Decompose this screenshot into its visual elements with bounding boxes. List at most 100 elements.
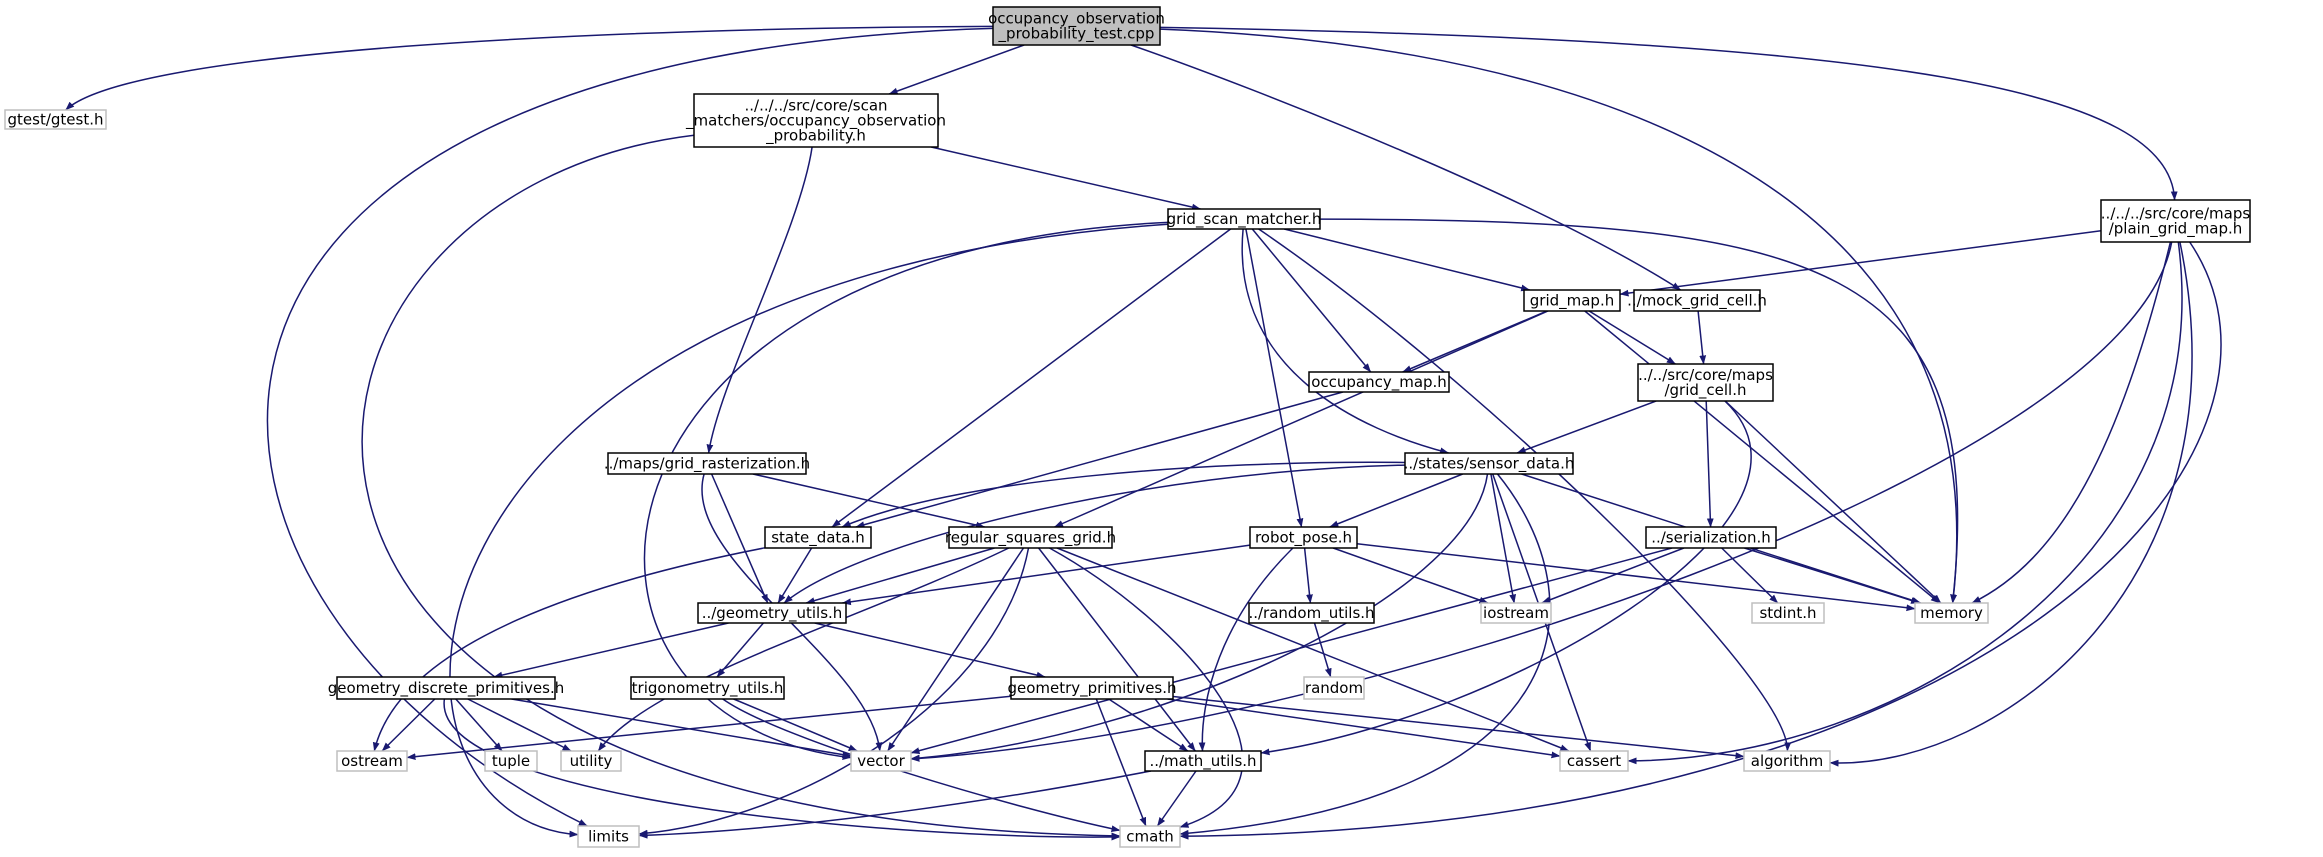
node-label: cassert: [1567, 752, 1621, 770]
edge-grid_map-to-regular_squares_grid: [1054, 310, 1549, 528]
node-label: stdint.h: [1759, 604, 1816, 622]
edge-grid_rasterization-to-geometry_utils: [710, 473, 769, 604]
edge-geometry_primitives-to-algorithm: [1172, 695, 1745, 760]
node-state-data[interactable]: state_data.h: [764, 526, 872, 549]
node-random: random: [1303, 676, 1365, 700]
edge-grid_cell-to-memory: [1724, 400, 1942, 604]
node-label: grid_map.h: [1530, 292, 1614, 311]
node-geometry-utils[interactable]: ../geometry_utils.h: [697, 602, 847, 624]
node-label: limits: [588, 828, 629, 846]
node-label: tuple: [492, 752, 530, 770]
node-label: utility: [570, 752, 613, 770]
edge-regular_squares_grid-to-utility: [597, 547, 1010, 752]
edge-robot_pose-to-math_utils: [1198, 547, 1294, 752]
edge-serialization-to-vector: [910, 547, 1673, 754]
node-math-utils[interactable]: ../math_utils.h: [1144, 750, 1262, 772]
node-grid-cell[interactable]: ../../src/core/maps/grid_cell.h: [1637, 363, 1774, 402]
node-label: vector: [857, 752, 905, 770]
node-label: _matchers/occupancy_observation: [685, 112, 946, 131]
node-box: [1637, 363, 1774, 402]
node-occ-obs[interactable]: ../../../src/core/scan_matchers/occupanc…: [685, 93, 946, 148]
node-box: [948, 526, 1113, 549]
node-label: trigonometry_utils.h: [632, 679, 784, 698]
node-grid-map[interactable]: grid_map.h: [1523, 289, 1621, 312]
node-label: ../../../src/core/scan: [744, 97, 887, 115]
node-occupancy-map[interactable]: occupancy_map.h: [1308, 371, 1450, 393]
node-label: ../math_utils.h: [1149, 752, 1256, 771]
node-label: _probability.h: [765, 127, 866, 146]
node-box: [1751, 602, 1825, 624]
edge-occ_obs-to-cmath: [361, 134, 1121, 840]
edge-robot_pose-to-random_utils: [1303, 547, 1313, 604]
node-grid-rasterization[interactable]: ../maps/grid_rasterization.h: [604, 452, 810, 475]
node-label: occupancy_map.h: [1311, 373, 1447, 392]
node-box: [697, 602, 847, 624]
edge-grid_scan_matcher-to-grid_map: [1284, 228, 1531, 292]
edge-root-to-gtest: [65, 25, 994, 111]
edge-geometry_utils-to-geometry_primitives: [814, 622, 1046, 679]
edge-sensor_data-to-robot_pose: [1329, 473, 1463, 528]
node-geometry-primitives[interactable]: geometry_primitives.h: [1007, 676, 1177, 700]
node-stdint: stdint.h: [1751, 602, 1825, 624]
node-regular-squares-grid[interactable]: regular_squares_grid.h: [945, 526, 1116, 549]
node-box: [764, 526, 872, 549]
edge-plain_grid_map-to-vector: [910, 241, 2173, 762]
node-label: ../states/sensor_data.h: [1404, 455, 1575, 474]
node-label: ../geometry_utils.h: [702, 604, 843, 623]
edge-state_data-to-ostream: [372, 547, 766, 752]
node-geometry-discrete-primitives[interactable]: geometry_discrete_primitives.h: [328, 676, 565, 700]
node-box: [1743, 750, 1831, 772]
edge-grid_scan_matcher-to-occupancy_map: [1251, 228, 1372, 373]
node-label: memory: [1920, 604, 1983, 622]
edge-geometry_primitives-to-cmath: [1095, 698, 1147, 827]
edge-geometry_primitives-to-math_utils: [1108, 698, 1189, 752]
node-trigonometry-utils[interactable]: trigonometry_utils.h: [630, 676, 785, 700]
node-label: algorithm: [1751, 752, 1823, 770]
node-box: [1010, 676, 1174, 700]
edge-occupancy_map-to-state_data: [855, 391, 1344, 529]
edge-grid_map-to-memory: [1584, 310, 1940, 604]
node-robot-pose[interactable]: robot_pose.h: [1249, 526, 1358, 549]
node-box: [607, 452, 807, 475]
node-box: [630, 676, 785, 700]
node-plain-grid-map[interactable]: ../../../src/core/maps/plain_grid_map.h: [2100, 199, 2251, 243]
node-label: regular_squares_grid.h: [945, 529, 1116, 548]
edge-regular_squares_grid-to-math_utils: [1038, 547, 1196, 752]
node-root[interactable]: occupancy_observation_probability_test.c…: [988, 6, 1165, 46]
edge-grid_rasterization-to-regular_squares_grid: [752, 473, 986, 529]
edge-math_utils-to-cmath: [1156, 770, 1197, 827]
node-ostream: ostream: [336, 750, 408, 772]
node-random-utils[interactable]: ../random_utils.h: [1248, 602, 1375, 624]
node-iostream: iostream: [1480, 602, 1552, 624]
edge-regular_squares_grid-to-vector: [887, 547, 1025, 752]
edge-serialization-to-stdint: [1721, 547, 1779, 604]
node-serialization[interactable]: ../serialization.h: [1645, 526, 1777, 549]
node-label: ../mock_grid_cell.h: [1627, 292, 1767, 311]
edge-geometry_utils-to-geometry_discrete_primitives: [493, 622, 729, 679]
node-label: geometry_discrete_primitives.h: [328, 679, 565, 698]
node-box: [1308, 371, 1450, 393]
edge-grid_scan_matcher-to-vector: [643, 221, 1169, 761]
edge-grid_cell-to-math_utils: [1260, 400, 1752, 756]
edge-grid_scan_matcher-to-algorithm: [1258, 228, 1792, 752]
edge-grid_cell-to-sensor_data: [1516, 400, 1657, 454]
node-label: /plain_grid_map.h: [2109, 220, 2243, 239]
edge-sensor_data-to-geometry_utils: [783, 464, 1406, 604]
edge-geometry_utils-to-trigonometry_utils: [716, 622, 764, 678]
node-box: [1167, 208, 1321, 230]
node-label: ../random_utils.h: [1248, 604, 1374, 623]
node-box: [2100, 199, 2251, 243]
edge-geometry_primitives-to-ostream: [406, 695, 1012, 761]
node-sensor-data[interactable]: ../states/sensor_data.h: [1404, 452, 1575, 475]
node-label: robot_pose.h: [1255, 529, 1352, 548]
edge-state_data-to-geometry_utils: [777, 547, 813, 604]
node-box: [1480, 602, 1552, 624]
node-utility: utility: [560, 750, 622, 772]
edge-grid_scan_matcher-to-robot_pose: [1245, 228, 1304, 528]
node-label: iostream: [1483, 604, 1549, 622]
node-label: random: [1305, 679, 1363, 697]
node-grid-scan-matcher[interactable]: grid_scan_matcher.h: [1167, 208, 1322, 230]
node-algorithm: algorithm: [1743, 750, 1831, 772]
node-mock-grid-cell[interactable]: ../mock_grid_cell.h: [1627, 289, 1767, 312]
edge-serialization-to-memory: [1744, 547, 1921, 604]
